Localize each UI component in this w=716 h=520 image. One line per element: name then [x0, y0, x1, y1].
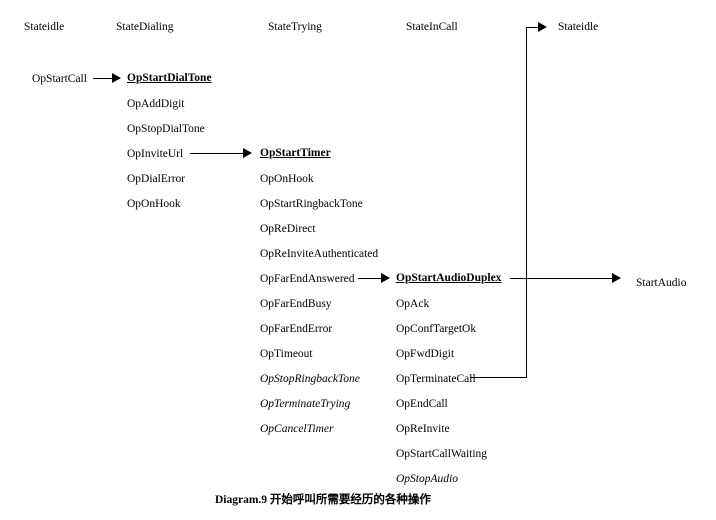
operation-opadddigit: OpAddDigit: [127, 98, 185, 110]
transition-line-startcall-to-dialtone: [93, 78, 116, 79]
transition-line-terminatecall-horizontal: [470, 377, 527, 378]
operation-opinviteurl: OpInviteUrl: [127, 148, 184, 160]
operation-opreinviteauthenticated: OpReInviteAuthenticated: [260, 248, 379, 260]
operation-opredirect: OpReDirect: [260, 223, 316, 235]
operation-opfwddigit: OpFwdDigit: [396, 348, 455, 360]
arrowhead-icon-farendanswered-to-audioduplex: [381, 273, 390, 283]
operation-opfarendbusy: OpFarEndBusy: [260, 298, 332, 310]
operation-opstarttimer: OpStartTimer: [260, 147, 331, 159]
operation-opcanceltimer: OpCancelTimer: [260, 423, 334, 435]
state-header-statetrying: StateTrying: [268, 21, 322, 33]
operation-opfarenderror: OpFarEndError: [260, 323, 333, 335]
operation-opterminatetrying: OpTerminateTrying: [260, 398, 351, 410]
operation-opfarendanswered: OpFarEndAnswered: [260, 273, 355, 285]
operation-optimeout: OpTimeout: [260, 348, 313, 360]
arrowhead-icon-startcall-to-dialtone: [112, 73, 121, 83]
transition-line-terminatecall-vertical: [526, 27, 527, 377]
operation-opstopringbacktone: OpStopRingbackTone: [260, 373, 360, 385]
operation-opendcall: OpEndCall: [396, 398, 448, 410]
operation-opstopdialtone: OpStopDialTone: [127, 123, 205, 135]
operation-opack: OpAck: [396, 298, 430, 310]
state-header-stateidle: Stateidle: [24, 21, 65, 33]
operation-opreinvite: OpReInvite: [396, 423, 450, 435]
operation-opstartcallwaiting: OpStartCallWaiting: [396, 448, 488, 460]
operation-opstartdialtone: OpStartDialTone: [127, 72, 212, 84]
operation-opterminatecall: OpTerminateCall: [396, 373, 476, 385]
operation-opdialerror: OpDialError: [127, 173, 186, 185]
diagram-caption: Diagram.9 开始呼叫所需要经历的各种操作: [215, 494, 431, 506]
transition-line-inviteurl-to-starttimer: [190, 153, 245, 154]
terminal-startaudio: StartAudio: [636, 277, 687, 289]
arrowhead-icon-inviteurl-to-starttimer: [243, 148, 252, 158]
state-header-stateidle-return: Stateidle: [558, 21, 599, 33]
operation-opstartaudioduplex: OpStartAudioDuplex: [396, 272, 502, 284]
transition-line-terminatecall-to-stateidle: [526, 27, 540, 28]
transition-line-audioduplex-to-startaudio: [510, 278, 614, 279]
operation-opstartringbacktone: OpStartRingbackTone: [260, 198, 363, 210]
state-header-stateincall: StateInCall: [406, 21, 458, 33]
arrowhead-icon-audioduplex-to-startaudio: [612, 273, 621, 283]
operation-oponhook-trying: OpOnHook: [260, 173, 314, 185]
arrowhead-icon-terminatecall-to-stateidle: [538, 22, 547, 32]
operation-oponhook-dialing: OpOnHook: [127, 198, 181, 210]
operation-opstopaudio: OpStopAudio: [396, 473, 458, 485]
operation-opstartcall: OpStartCall: [32, 73, 87, 85]
transition-line-farendanswered-to-audioduplex: [358, 278, 384, 279]
operation-opconftargetok: OpConfTargetOk: [396, 323, 477, 335]
state-header-statedialing: StateDialing: [116, 21, 174, 33]
